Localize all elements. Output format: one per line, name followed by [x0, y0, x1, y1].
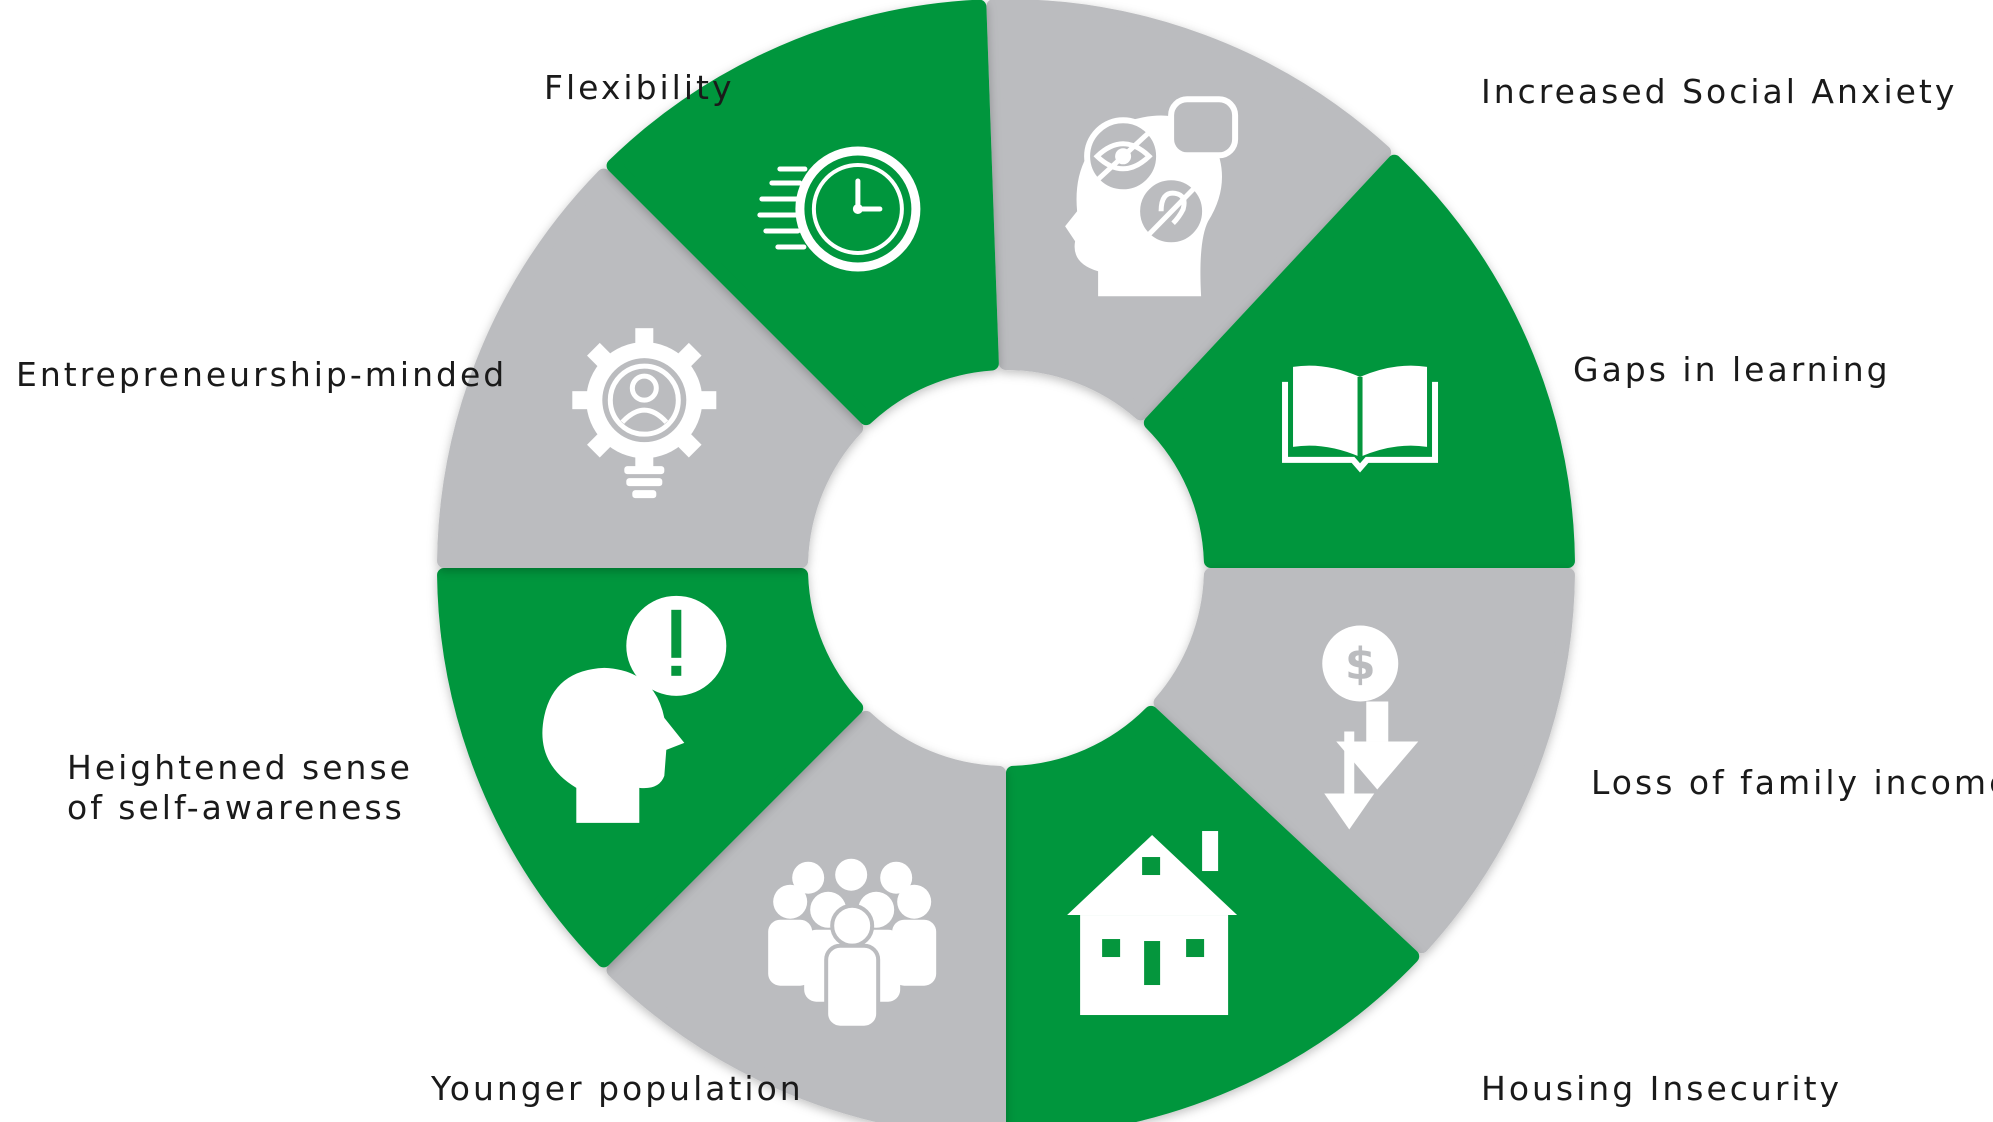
dollar-down-arrow-icon: $ [1322, 625, 1419, 830]
label-self-awareness: Heightened sense of self-awareness [67, 748, 413, 827]
svg-text:$: $ [1345, 638, 1376, 689]
label-learning-gaps: Gaps in learning [1573, 350, 1891, 389]
head-exclamation-icon [542, 595, 727, 823]
segment-learning-gaps [1143, 154, 1575, 569]
label-entrepreneur: Entrepreneurship-minded [16, 355, 508, 394]
house-icon [1067, 831, 1238, 1016]
label-housing: Housing Insecurity [1481, 1069, 1843, 1108]
head-hidden-senses-icon [1065, 96, 1239, 297]
gear-lightbulb-person-icon [572, 328, 717, 499]
label-family-income: Loss of family income [1591, 763, 1993, 802]
label-younger-pop: Younger population [431, 1069, 804, 1108]
segment-younger-pop [606, 710, 1007, 1122]
label-flexibility: Flexibility [544, 68, 735, 107]
fast-clock-icon [757, 146, 921, 272]
group-people-icon [768, 858, 937, 1030]
label-social-anxiety: Increased Social Anxiety [1481, 72, 1958, 111]
open-book-icon [1282, 365, 1439, 473]
